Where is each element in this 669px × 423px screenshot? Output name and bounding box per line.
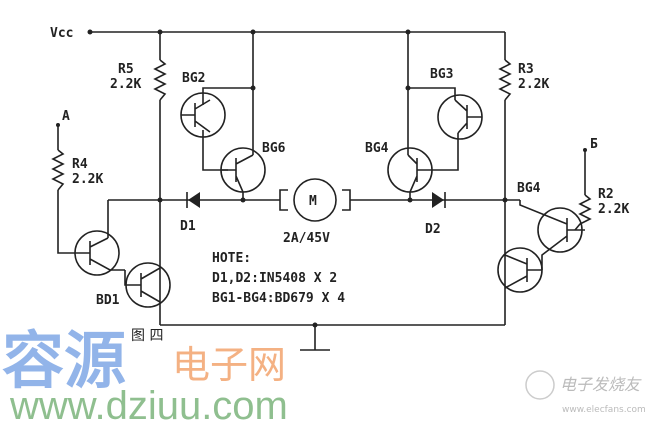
d2-label: D2	[425, 222, 441, 237]
r3-name: R3	[518, 62, 534, 77]
watermark-brand3: 电子发烧友	[560, 375, 642, 394]
diode-d1	[186, 192, 200, 208]
note-line-1: D1,D2:IN5408 X 2	[212, 271, 337, 286]
note-line-2: BG1-BG4:BD679 X 4	[212, 291, 345, 306]
watermark-url2: www.elecfans.com	[562, 405, 646, 415]
bg4b-label: BG4	[517, 181, 541, 196]
transistors	[74, 92, 583, 308]
transistor-bg3	[437, 94, 483, 140]
transistor-bg2	[180, 92, 226, 138]
r3-value: 2.2K	[518, 77, 549, 92]
motor-rating: 2A/45V	[283, 231, 330, 246]
transistor-bg4b	[519, 200, 583, 270]
input-a-label: A	[62, 109, 70, 124]
bg3-label: BG3	[430, 67, 453, 82]
r5-value: 2.2K	[110, 77, 141, 92]
watermark-url: www.dziuu.com	[9, 384, 288, 423]
resistor-r2	[574, 194, 592, 231]
vcc-terminal	[87, 29, 93, 35]
resistor-r5	[153, 59, 167, 101]
transistor-bg6	[220, 147, 266, 200]
r4-value: 2.2K	[72, 172, 103, 187]
wires	[57, 31, 586, 351]
d1-label: D1	[180, 219, 196, 234]
bg4-label: BG4	[365, 141, 389, 156]
junction-dots	[157, 29, 508, 328]
r4-name: R4	[72, 157, 88, 172]
motor-symbol: M	[309, 194, 317, 209]
transistor-bd1	[74, 230, 125, 276]
elecfans-logo-icon	[525, 370, 555, 400]
input-b-label: Б	[590, 137, 598, 152]
input-a-terminal	[56, 123, 60, 127]
r2-name: R2	[598, 187, 614, 202]
resistor-r4	[51, 149, 65, 191]
note-title: HOTE:	[212, 251, 251, 266]
motor	[279, 178, 351, 222]
diode-d2	[432, 192, 446, 208]
bg2-label: BG2	[182, 71, 205, 86]
resistor-r3	[498, 59, 512, 101]
r5-name: R5	[118, 62, 134, 77]
bd1-label: BD1	[96, 293, 120, 308]
transistor-bg1	[124, 262, 171, 308]
figure-caption: 图 四	[131, 328, 163, 344]
input-b-terminal	[583, 148, 587, 152]
transistor-bg4	[387, 147, 433, 200]
watermark-brand2: 电子网	[172, 343, 286, 387]
r2-value: 2.2K	[598, 202, 629, 217]
bg6-label: BG6	[262, 141, 286, 156]
vcc-label: Vcc	[50, 26, 73, 41]
watermark-brand: 容源	[2, 324, 126, 397]
